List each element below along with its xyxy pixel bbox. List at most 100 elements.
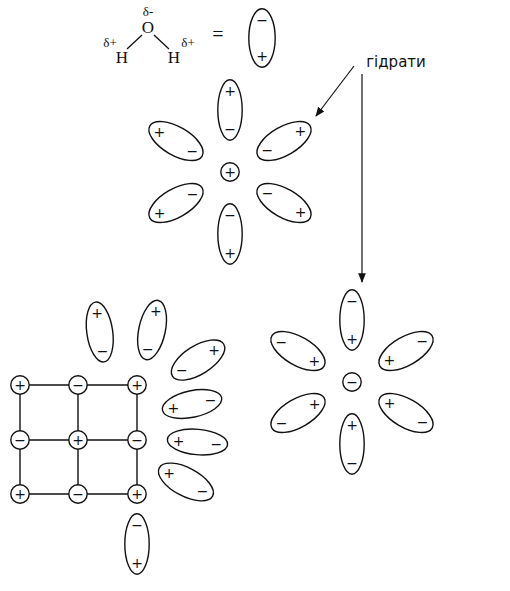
charge-sign: −	[14, 433, 26, 447]
atom-symbol: H	[116, 48, 128, 67]
pointer-arrow	[316, 66, 354, 116]
charge-sign: −	[224, 122, 236, 136]
charge-sign: +	[294, 206, 306, 220]
partial-charge: δ+	[103, 33, 116, 51]
water-dipole: −+	[339, 413, 365, 475]
charge-sign: +	[309, 397, 321, 411]
dipole-outline	[133, 298, 172, 363]
charge-sign: −	[261, 187, 273, 201]
equals-sign: =	[212, 24, 223, 45]
dipole-outline	[125, 514, 149, 574]
dipole-outline	[371, 323, 440, 380]
water-dipole: −+	[264, 385, 333, 442]
charge-sign: −	[187, 144, 199, 158]
charge-sign: +	[131, 556, 143, 570]
charge-sign: +	[224, 84, 236, 98]
ion-circle: +	[10, 484, 30, 504]
charge-sign: −	[224, 208, 236, 222]
charge-sign: −	[261, 144, 273, 158]
water-dipole: +−	[217, 203, 243, 265]
charge-sign: −	[210, 437, 222, 451]
ion-outline	[69, 485, 87, 503]
partial-charge: δ+	[103, 35, 116, 50]
ion-circle: −	[127, 430, 147, 450]
dipole-outline	[250, 114, 317, 169]
charge-sign: +	[154, 125, 166, 139]
dipole-outline	[166, 427, 228, 458]
dipole-outline	[249, 175, 318, 232]
ion-circle: +	[220, 162, 240, 182]
water-dipole: −+	[152, 454, 221, 509]
charge-sign: −	[131, 518, 143, 532]
dipole-outline	[83, 300, 117, 363]
charge-sign: −	[416, 416, 428, 430]
atom-symbol: H	[168, 48, 180, 67]
ion-circle: +	[127, 375, 147, 395]
charge-sign: +	[168, 401, 180, 415]
water-dipole: +−	[142, 113, 211, 170]
water-dipole: −+	[165, 426, 229, 458]
partial-charge: δ-	[143, 2, 153, 20]
dipole-outline	[142, 175, 211, 232]
equals-sign: =	[212, 23, 223, 45]
water-dipole: +−	[249, 113, 318, 170]
ion-outline	[69, 376, 87, 394]
ion-outline	[128, 376, 146, 394]
atom-symbol: O	[142, 18, 154, 37]
ion-outline	[11, 376, 29, 394]
dipole-outline	[165, 332, 231, 388]
charge-sign: +	[224, 165, 236, 179]
charge-sign: +	[224, 246, 236, 260]
charge-sign: −	[205, 393, 217, 407]
charge-sign: +	[172, 433, 184, 447]
dipole-outline	[218, 204, 242, 264]
dipole-outline	[340, 414, 364, 474]
ion-circle: −	[342, 372, 362, 392]
dipole-outline	[160, 385, 225, 424]
dipole-outline	[152, 454, 221, 509]
charge-sign: −	[187, 187, 199, 201]
ion-outline	[343, 373, 361, 391]
charge-sign: −	[72, 378, 84, 392]
atom-symbol: H	[168, 49, 180, 67]
dipole-outline	[153, 455, 220, 508]
charge-sign: −	[131, 433, 143, 447]
hydrate-label: гідрати	[366, 53, 426, 71]
charge-sign: −	[346, 375, 358, 389]
dipole-outline	[264, 385, 333, 442]
partial-charge: δ+	[181, 35, 194, 50]
hydrate-label: гідрати	[366, 53, 426, 71]
charge-sign: +	[150, 304, 162, 318]
charge-sign: +	[91, 306, 103, 320]
charge-sign: −	[276, 416, 288, 430]
charge-sign: +	[72, 433, 84, 447]
charge-sign: −	[276, 335, 288, 349]
water-dipole: +−	[249, 175, 318, 232]
ion-circle: −	[10, 430, 30, 450]
dipole-outline	[265, 386, 332, 441]
dipole-outline	[372, 324, 439, 379]
bond-line	[154, 35, 169, 49]
water-dipole: +−	[132, 297, 172, 363]
atom-symbol: H	[116, 49, 128, 67]
charge-sign: +	[346, 418, 358, 432]
charge-sign: −	[416, 335, 428, 349]
charge-sign: −	[97, 344, 109, 358]
charge-sign: −	[346, 294, 358, 308]
charge-sign: +	[14, 487, 26, 501]
charge-sign: +	[14, 378, 26, 392]
charge-sign: −	[72, 487, 84, 501]
ion-outline	[128, 431, 146, 449]
ion-outline	[128, 485, 146, 503]
charge-sign: −	[197, 484, 209, 498]
ion-outline	[11, 485, 29, 503]
water-dipole: +−	[82, 299, 118, 364]
water-dipole: +−	[142, 175, 211, 232]
ion-outline	[221, 163, 239, 181]
water-dipole: +−	[124, 513, 150, 575]
charge-sign: +	[163, 466, 175, 480]
dipole-outline	[143, 114, 210, 169]
atom-symbol: O	[142, 19, 154, 37]
water-dipole: −+	[264, 323, 333, 380]
